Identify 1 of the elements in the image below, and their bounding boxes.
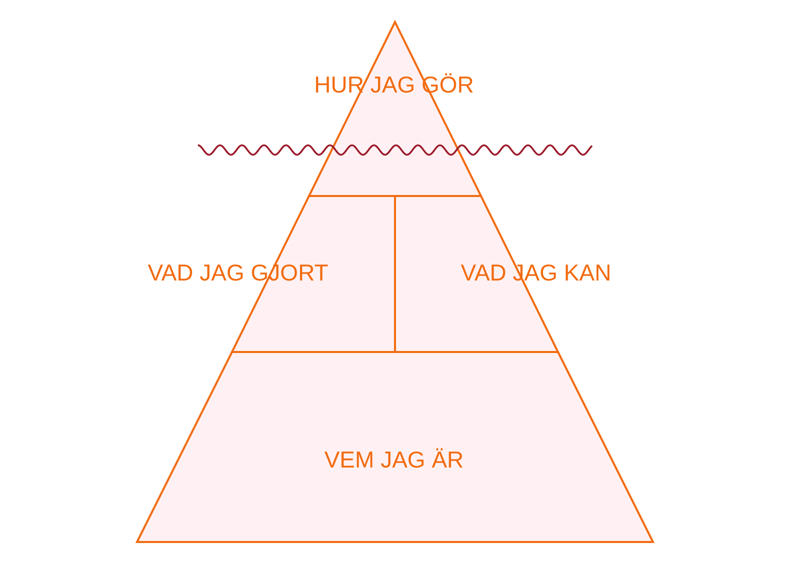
section-label: VEM JAG ÄR: [324, 446, 464, 474]
